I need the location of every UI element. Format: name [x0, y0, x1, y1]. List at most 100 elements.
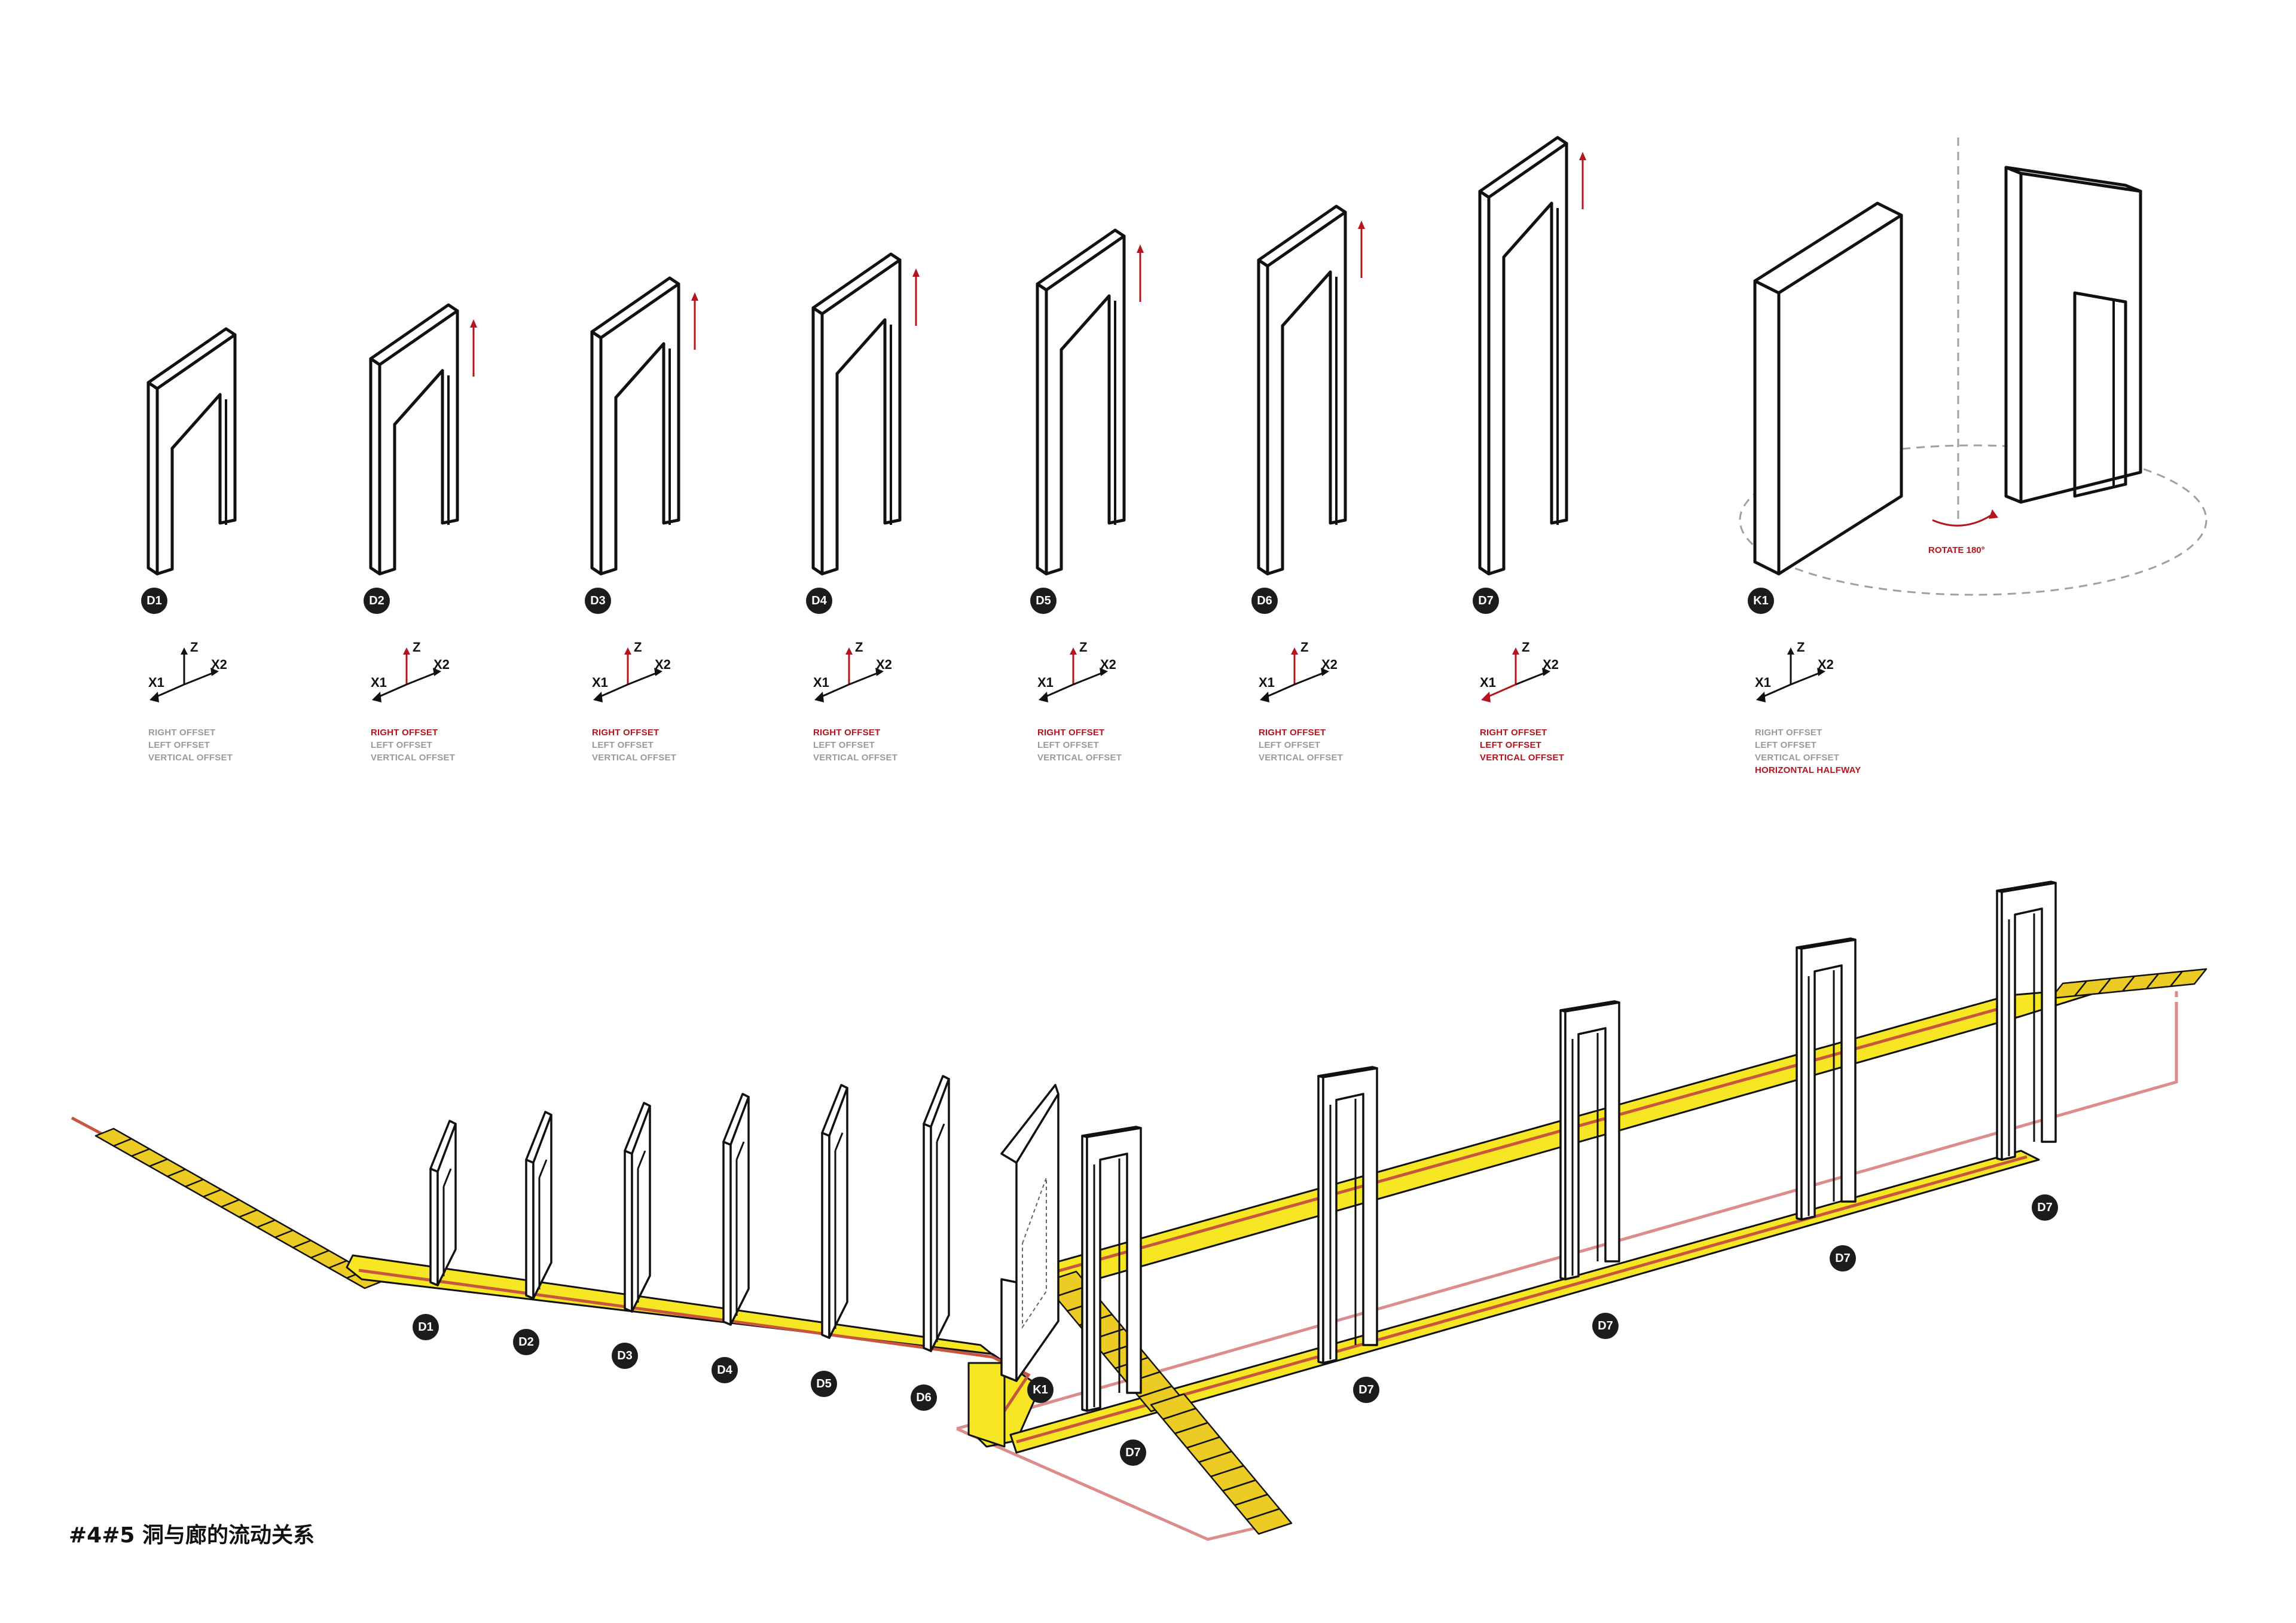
svg-text:Z: Z — [1797, 640, 1805, 655]
figure-caption: #4#5 洞与廊的流动关系 — [69, 1523, 315, 1548]
legend-d5-1: LEFT OFFSET — [1037, 740, 1099, 750]
svg-text:X1: X1 — [592, 675, 608, 690]
corridor-d7-gate-2 — [1317, 1066, 1378, 1364]
svg-text:X1: X1 — [1480, 675, 1496, 690]
corridor-d7-gate-5 — [1996, 881, 2057, 1161]
legend-d6-2: VERTICAL OFFSET — [1259, 753, 1343, 763]
legend-k1-1: LEFT OFFSET — [1755, 740, 1816, 750]
legend-d7-1: LEFT OFFSET — [1480, 740, 1541, 750]
svg-text:X2: X2 — [1818, 657, 1834, 672]
legend-d5-0: RIGHT OFFSET — [1037, 728, 1104, 738]
legend-k1-0: RIGHT OFFSET — [1755, 728, 1822, 738]
svg-text:D7: D7 — [1478, 594, 1494, 607]
svg-text:Z: Z — [413, 640, 420, 655]
legend-d4-2: VERTICAL OFFSET — [813, 753, 897, 763]
frame-badge-d7: D7 — [1473, 588, 1499, 614]
corridor-gate-5 — [821, 1084, 848, 1339]
svg-text:D7: D7 — [2037, 1201, 2053, 1214]
svg-text:D5: D5 — [816, 1377, 832, 1390]
center-stair-step — [1245, 1508, 1293, 1535]
svg-text:D2: D2 — [518, 1335, 534, 1349]
svg-text:D5: D5 — [1036, 594, 1051, 607]
rotate-arrow — [1932, 514, 1992, 527]
corridor-gate-4 — [722, 1093, 750, 1326]
frame-badge-d1: D1 — [141, 588, 167, 614]
frame-badge-d4: D4 — [806, 588, 832, 614]
corridor-k1-panel — [1000, 1084, 1060, 1382]
svg-text:D7: D7 — [1598, 1319, 1613, 1332]
sequence-badge-8: D7 — [1120, 1439, 1146, 1466]
frame-badge-d5: D5 — [1030, 588, 1057, 614]
svg-text:D1: D1 — [418, 1321, 433, 1334]
k1-slab — [1753, 201, 1903, 576]
corridor-gate-6 — [923, 1075, 950, 1352]
sequence-badge-10: D7 — [1592, 1313, 1619, 1339]
sequence-badge-9: D7 — [1353, 1377, 1379, 1403]
svg-text:K1: K1 — [1033, 1383, 1048, 1396]
sequence-badge-4: D4 — [712, 1357, 738, 1383]
sequence-badge-7: K1 — [1027, 1377, 1054, 1403]
legend-d4-1: LEFT OFFSET — [813, 740, 875, 750]
svg-text:X2: X2 — [1100, 657, 1116, 672]
svg-text:D3: D3 — [617, 1349, 633, 1362]
sequence-badge-6: D6 — [911, 1384, 937, 1411]
corridor-gate-3 — [624, 1102, 651, 1313]
sequence-badge-3: D3 — [612, 1343, 638, 1369]
svg-text:X2: X2 — [211, 657, 227, 672]
legend-d3-0: RIGHT OFFSET — [592, 728, 659, 738]
frame-badge-d2: D2 — [364, 588, 390, 614]
svg-text:D7: D7 — [1835, 1252, 1851, 1265]
frame-badge-d3: D3 — [585, 588, 611, 614]
legend-d2-0: RIGHT OFFSET — [371, 728, 438, 738]
svg-text:D4: D4 — [717, 1364, 732, 1377]
rotate-arrowhead — [1989, 509, 1998, 519]
svg-text:D6: D6 — [1257, 594, 1272, 607]
sequence-badge-1: D1 — [413, 1314, 439, 1340]
corridor-gates-right — [1081, 881, 2057, 1412]
legend-k1-3: HORIZONTAL HALFWAY — [1755, 765, 1861, 775]
axis-icon-d3: Z X1 X2 — [592, 640, 671, 702]
svg-text:X2: X2 — [655, 657, 671, 672]
svg-text:X1: X1 — [1755, 675, 1771, 690]
center-stair — [1042, 1270, 1293, 1535]
svg-text:X2: X2 — [1321, 657, 1338, 672]
legend-d7-0: RIGHT OFFSET — [1480, 728, 1547, 738]
sequence-badge-5: D5 — [811, 1371, 837, 1397]
corridor-gates-left — [429, 1075, 950, 1352]
legend-d5-2: VERTICAL OFFSET — [1037, 753, 1122, 763]
svg-text:X1: X1 — [148, 675, 164, 690]
svg-text:X2: X2 — [1543, 657, 1559, 672]
sequence-badge-2: D2 — [513, 1329, 539, 1355]
left-stair — [94, 1127, 384, 1289]
k1-rotated-slab — [2004, 166, 2142, 504]
svg-text:D2: D2 — [369, 594, 384, 607]
svg-text:X2: X2 — [876, 657, 892, 672]
frame-badge-d6: D6 — [1251, 588, 1278, 614]
frame-badge-k1: K1 — [1748, 588, 1774, 614]
svg-text:D6: D6 — [916, 1391, 932, 1404]
lower-pink-outline — [955, 1427, 1259, 1541]
svg-text:Z: Z — [634, 640, 642, 655]
legend-k1-2: VERTICAL OFFSET — [1755, 753, 1839, 763]
svg-text:X1: X1 — [1037, 675, 1054, 690]
corridor-center-drop — [967, 1362, 1006, 1448]
rotation-orbit — [1739, 444, 2208, 596]
svg-text:Z: Z — [855, 640, 863, 655]
right-stair-step — [2169, 968, 2208, 988]
sequence-badge-12: D7 — [2032, 1194, 2058, 1221]
right-stair — [2050, 968, 2208, 1000]
legend-d3-1: LEFT OFFSET — [592, 740, 654, 750]
